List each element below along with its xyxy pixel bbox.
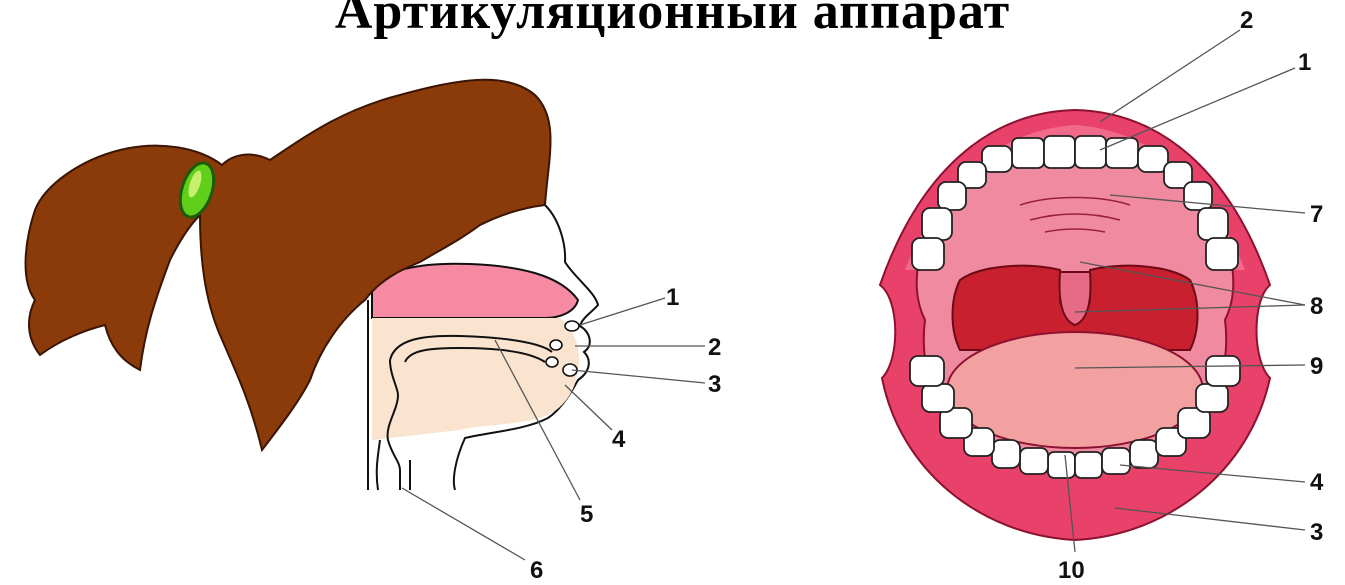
profile-label-6: 6 xyxy=(530,557,543,584)
nasal-cavity xyxy=(372,264,578,318)
profile-label-1: 1 xyxy=(666,284,679,311)
profile-label-2: 2 xyxy=(708,334,721,361)
mouth-label-7: 7 xyxy=(1310,201,1323,228)
profile-label-5: 5 xyxy=(580,501,593,528)
profile-figure xyxy=(26,80,705,560)
mouth-label-1: 1 xyxy=(1298,49,1311,76)
mouth-label-8: 8 xyxy=(1310,293,1323,320)
profile-label-4: 4 xyxy=(612,426,626,453)
mouth-label-10: 10 xyxy=(1058,557,1085,584)
mouth-label-2: 2 xyxy=(1240,7,1253,34)
mouth-label-9: 9 xyxy=(1310,353,1323,380)
profile-label-3: 3 xyxy=(708,371,721,398)
mouth-figure xyxy=(880,30,1305,552)
mouth-label-4: 4 xyxy=(1310,469,1324,496)
mouth-label-3: 3 xyxy=(1310,519,1323,546)
